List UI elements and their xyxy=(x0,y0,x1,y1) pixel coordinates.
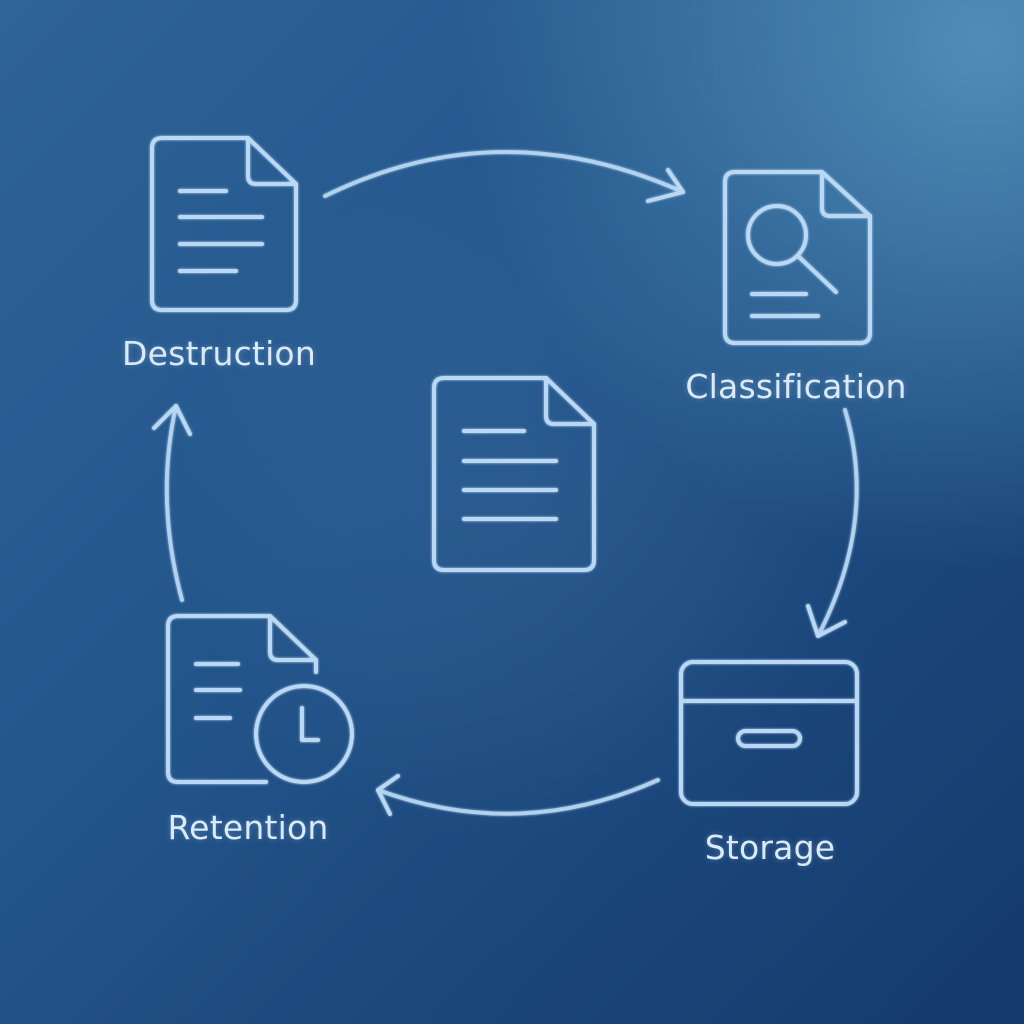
arrow-classification-to-storage xyxy=(806,408,859,638)
arrow-retention-to-destruction xyxy=(152,404,192,602)
center-document-icon xyxy=(432,376,596,572)
document-icon xyxy=(150,136,298,312)
arrow-storage-to-retention xyxy=(376,774,660,816)
arrow-destruction-to-classification xyxy=(323,150,685,203)
storage-box-icon xyxy=(679,660,859,806)
stage-label-classification: Classification xyxy=(685,367,907,406)
document-search-icon xyxy=(723,170,872,345)
stage-label-retention: Retention xyxy=(167,808,329,847)
stage-label-storage: Storage xyxy=(704,828,836,867)
stage-label-destruction: Destruction xyxy=(122,334,316,373)
document-clock-icon xyxy=(166,614,354,784)
